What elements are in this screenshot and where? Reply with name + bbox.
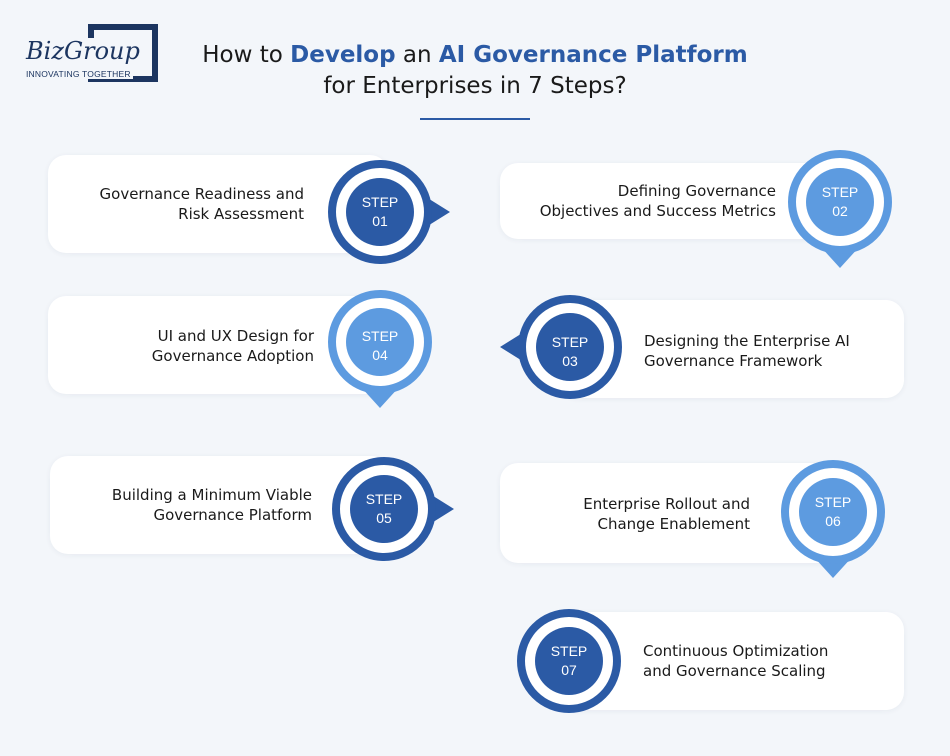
step-badge-07: STEP 07 — [499, 597, 639, 737]
title-pre: How to — [202, 42, 291, 68]
title-highlight-develop: Develop — [290, 42, 396, 68]
step-badge-01: STEP 01 — [310, 148, 450, 288]
badge-circle-icon — [517, 609, 621, 713]
step-badge-06: STEP 06 — [763, 444, 903, 584]
badge-arrow-down-icon — [788, 150, 892, 268]
step-badge-04: STEP 04 — [310, 274, 450, 414]
page-title: How to Develop an AI Governance Platform… — [0, 40, 950, 102]
logo-tagline: INNOVATING TOGETHER — [24, 69, 133, 79]
step-title-07: Continuous Optimization and Governance S… — [643, 642, 829, 680]
title-mid: an — [395, 42, 439, 68]
step-title-03: Designing the Enterprise AI Governance F… — [644, 332, 850, 370]
badge-arrow-down-icon — [781, 460, 885, 578]
badge-arrow-right-icon — [328, 160, 450, 264]
badge-arrow-right-icon — [332, 457, 454, 561]
step-title-06: Enterprise Rollout and Change Enablement — [583, 495, 750, 533]
step-card-02: Defining Governance Objectives and Succe… — [500, 163, 848, 239]
step-title-01: Governance Readiness and Risk Assessment — [99, 185, 304, 223]
step-badge-text-03: STEP 03 — [551, 334, 589, 369]
step-badge-02: STEP 02 — [770, 134, 910, 274]
step-badge-text-02: STEP 02 — [821, 184, 859, 219]
badge-arrow-down-icon — [328, 290, 432, 408]
step-badge-text-01: STEP 01 — [361, 194, 399, 229]
logo-frame-shape — [88, 24, 158, 82]
title-line-1: How to Develop an AI Governance Platform — [0, 40, 950, 71]
step-title-02: Defining Governance Objectives and Succe… — [539, 182, 776, 220]
step-card-01: Governance Readiness and Risk Assessment — [48, 155, 388, 253]
step-card-07: Continuous Optimization and Governance S… — [562, 612, 904, 710]
step-badge-05: STEP 05 — [314, 445, 454, 585]
title-underline — [420, 118, 530, 120]
step-badge-text-05: STEP 05 — [365, 491, 403, 526]
step-badge-text-07: STEP 07 — [550, 643, 588, 678]
step-badge-text-06: STEP 06 — [814, 494, 852, 529]
title-highlight-platform: AI Governance Platform — [438, 42, 748, 68]
step-title-05: Building a Minimum Viable Governance Pla… — [111, 486, 312, 524]
title-line-2: for Enterprises in 7 Steps? — [323, 73, 627, 99]
bizgroup-logo: BizGroup INNOVATING TOGETHER — [22, 24, 158, 82]
step-badge-03: STEP 03 — [500, 283, 640, 423]
badge-arrow-left-icon — [500, 295, 622, 399]
step-card-06: Enterprise Rollout and Change Enablement — [500, 463, 840, 563]
logo-name: BizGroup — [24, 37, 142, 65]
step-title-04: UI and UX Design for Governance Adoption — [151, 327, 314, 365]
step-badge-text-04: STEP 04 — [361, 328, 399, 363]
